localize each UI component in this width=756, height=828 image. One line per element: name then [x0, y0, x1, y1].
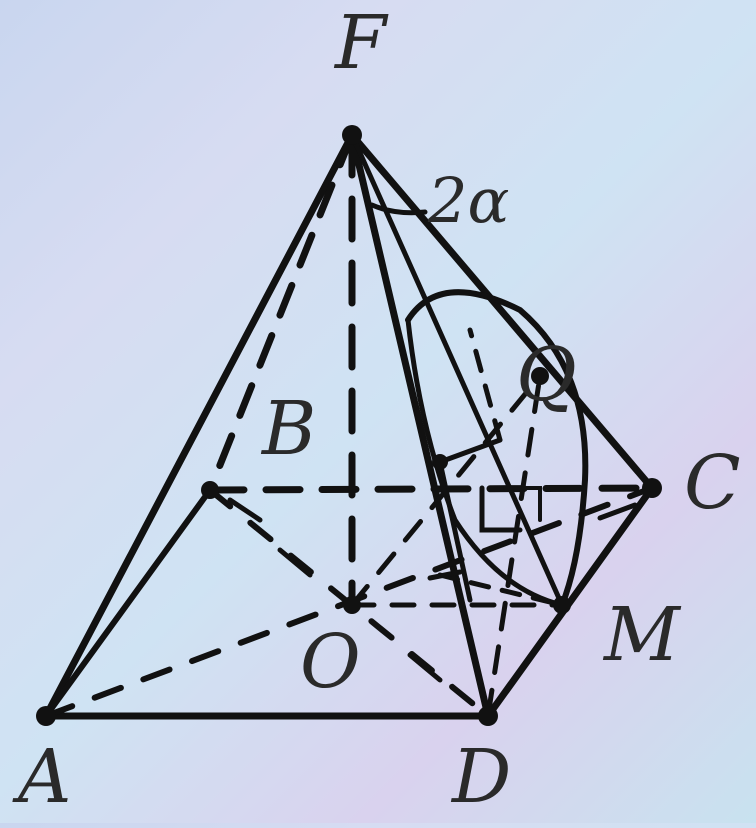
label-angle: 2α — [428, 164, 510, 237]
line-inner-1 — [437, 437, 503, 465]
tick-5 — [597, 502, 638, 521]
angle-arc — [369, 202, 428, 216]
label-A: A — [18, 734, 72, 820]
label-Q: Q — [516, 332, 577, 418]
label-F: F — [335, 0, 387, 86]
tick-2 — [277, 547, 313, 578]
vertex-O — [343, 596, 361, 614]
apothem-FM — [349, 132, 565, 608]
edge-FB-hidden — [206, 131, 356, 494]
label-M: M — [604, 592, 680, 678]
cone-arc-inner — [405, 317, 565, 608]
edge-FD — [348, 131, 492, 720]
vertex-F — [342, 125, 362, 145]
edge-AB — [43, 487, 213, 719]
tick-1 — [227, 497, 263, 523]
label-O: O — [300, 619, 361, 705]
vertex-C — [642, 478, 662, 498]
label-C: C — [684, 440, 741, 526]
vertex-A — [36, 706, 56, 726]
tick-3 — [407, 652, 443, 683]
right-angle-marker-1 — [479, 485, 523, 533]
point-M — [553, 596, 571, 614]
vertex-D — [478, 706, 498, 726]
vertex-B — [201, 481, 219, 499]
right-angle-marker-2 — [503, 486, 542, 522]
edge-FA — [42, 131, 356, 720]
cone-arc-outer — [405, 289, 589, 608]
edge-BC-hidden — [206, 484, 656, 494]
tick-4 — [427, 569, 463, 581]
edge-FC — [348, 131, 656, 492]
point-Q — [531, 367, 549, 385]
label-D: D — [452, 734, 512, 820]
label-B: B — [262, 386, 317, 472]
line-inner-2 — [467, 327, 503, 443]
line-DQ — [485, 373, 543, 719]
point-inner — [432, 454, 448, 470]
